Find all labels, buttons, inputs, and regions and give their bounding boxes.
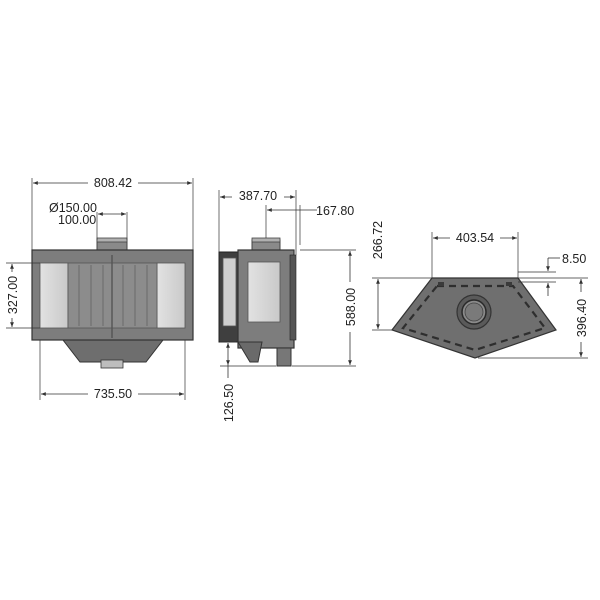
- side-dim-depth-label: 387.70: [239, 189, 277, 203]
- top-dim-back-width-label: 403.54: [456, 231, 494, 245]
- front-dim-base-width-label: 735.50: [94, 387, 132, 401]
- side-glass: [247, 261, 281, 323]
- front-dim-glass-height: 327.00: [5, 262, 40, 329]
- top-dim-wall-gap-label: 8.50: [562, 252, 586, 266]
- side-dim-base-height-label: 126.50: [222, 384, 236, 422]
- front-ash-hood: [61, 339, 165, 363]
- top-dim-wall-gap: 8.50: [518, 252, 586, 296]
- top-dim-back-width: 403.54: [431, 230, 519, 278]
- front-view: [31, 237, 194, 369]
- front-glass-left: [39, 262, 69, 329]
- top-view: [391, 277, 557, 359]
- side-dim-flue-setback: 167.80: [265, 204, 354, 245]
- top-dim-depth: 396.40: [478, 277, 589, 359]
- side-dim-flue-setback-label: 167.80: [316, 204, 354, 218]
- front-dim-overall-width: 808.42: [31, 175, 194, 250]
- side-dim-base-height: 126.50: [220, 341, 276, 422]
- side-dim-height: 588.00: [292, 249, 358, 367]
- front-dim-flue-offset-label: 100.00: [58, 213, 96, 227]
- top-dim-flue-offset-label: 266.72: [371, 221, 385, 259]
- front-dim-glass-height-label: 327.00: [6, 276, 20, 314]
- front-glass-right: [156, 262, 186, 329]
- front-dim-base-width: 735.50: [39, 340, 186, 401]
- front-dim-flue-diameter-label: Ø150.00: [49, 201, 97, 215]
- side-dim-depth: 387.70: [218, 188, 297, 255]
- top-dim-flue-offset: 266.72: [371, 221, 432, 331]
- top-firebox-outline: [401, 284, 547, 352]
- side-view: [218, 237, 297, 367]
- front-dim-flue: Ø150.00 100.00: [49, 201, 128, 240]
- front-dim-overall-width-label: 808.42: [94, 176, 132, 190]
- side-dim-height-label: 588.00: [344, 288, 358, 326]
- top-dim-depth-label: 396.40: [575, 299, 589, 337]
